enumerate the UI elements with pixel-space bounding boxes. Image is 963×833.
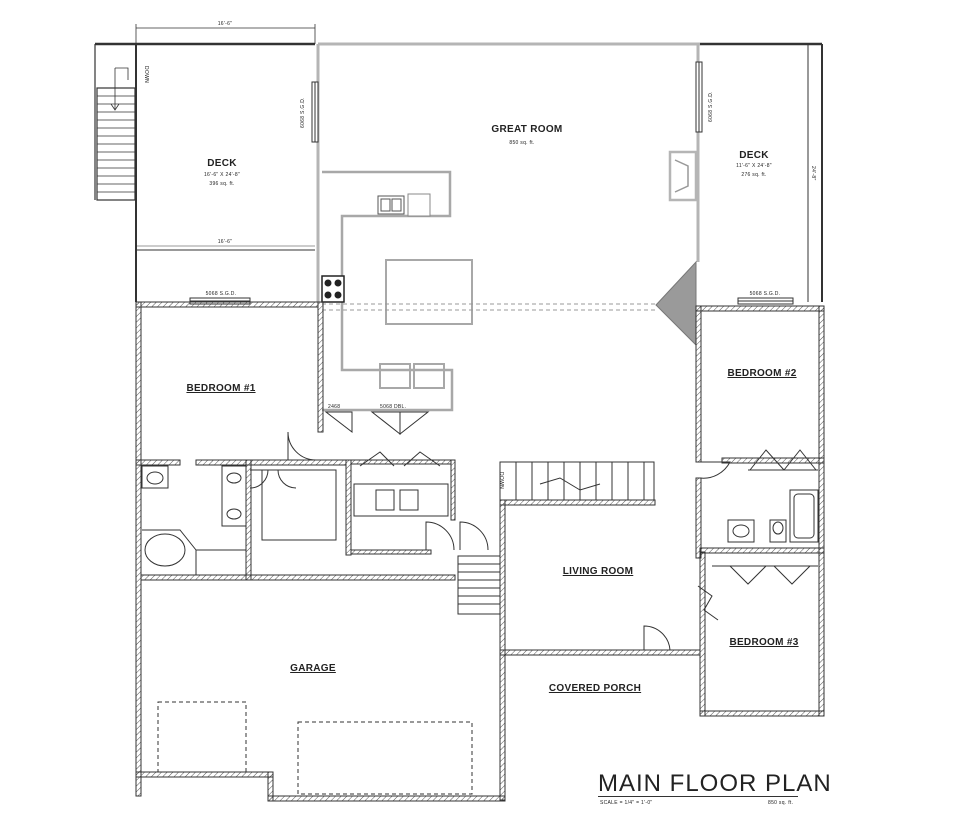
deck-left-dims: 16'-6" X 24'-8" bbox=[203, 172, 241, 178]
deck-right-label: DECK bbox=[739, 150, 769, 161]
range-stove bbox=[321, 275, 345, 303]
deck-top-dimension: 16'-6" bbox=[217, 21, 233, 27]
sgd-bottom-left-label: 5068 S.G.D. bbox=[205, 291, 237, 297]
kitchen-sink bbox=[377, 193, 431, 217]
deck-bottom-dimension: 16'-6" bbox=[217, 239, 233, 245]
fireplace-hearth bbox=[655, 260, 697, 347]
covered-porch-label: COVERED PORCH bbox=[548, 683, 642, 694]
great-room-label: GREAT ROOM bbox=[491, 124, 563, 135]
plan-scale: SCALE = 1/4" = 1'-0" bbox=[600, 800, 653, 806]
sgd-bottom-right-label: 5068 S.G.D. bbox=[749, 291, 781, 297]
closet-5068-label: 5068 DBL. bbox=[380, 404, 407, 410]
bedroom-3-label: BEDROOM #3 bbox=[729, 637, 799, 648]
deck-left-area: 396 sq. ft. bbox=[209, 181, 235, 187]
fireplace bbox=[668, 150, 698, 202]
closet-2468-label: 2468 bbox=[328, 404, 341, 410]
title-underline bbox=[598, 796, 798, 797]
garage-label: GARAGE bbox=[290, 663, 336, 674]
exterior-walls bbox=[135, 301, 825, 802]
interior-stair-label: DOWN bbox=[498, 472, 504, 490]
deck-right-dims: 11'-6" X 24'-8" bbox=[736, 163, 772, 169]
sliding-doors bbox=[189, 61, 794, 305]
beam-line bbox=[322, 303, 656, 311]
great-room-area: 850 sq. ft. bbox=[509, 140, 535, 146]
deck-right bbox=[700, 42, 823, 302]
bedroom-1-label: BEDROOM #1 bbox=[186, 383, 256, 394]
deck-stair-label: DOWN bbox=[143, 66, 149, 84]
sgd-right-label: 6068 S.G.D. bbox=[708, 91, 714, 122]
interior-details bbox=[141, 411, 819, 795]
bedroom-2-label: BEDROOM #2 bbox=[727, 368, 797, 379]
living-room-label: LIVING ROOM bbox=[562, 566, 634, 577]
plan-title: MAIN FLOOR PLAN bbox=[598, 770, 832, 797]
plan-total-area: 850 sq. ft. bbox=[768, 800, 794, 806]
deck-right-area: 276 sq. ft. bbox=[741, 172, 767, 178]
deck-left-label: DECK bbox=[207, 158, 237, 169]
sgd-left-label: 6068 S.G.D. bbox=[300, 97, 306, 128]
deck-right-dimension: 24'-8" bbox=[810, 166, 816, 181]
deck-left bbox=[94, 24, 316, 302]
